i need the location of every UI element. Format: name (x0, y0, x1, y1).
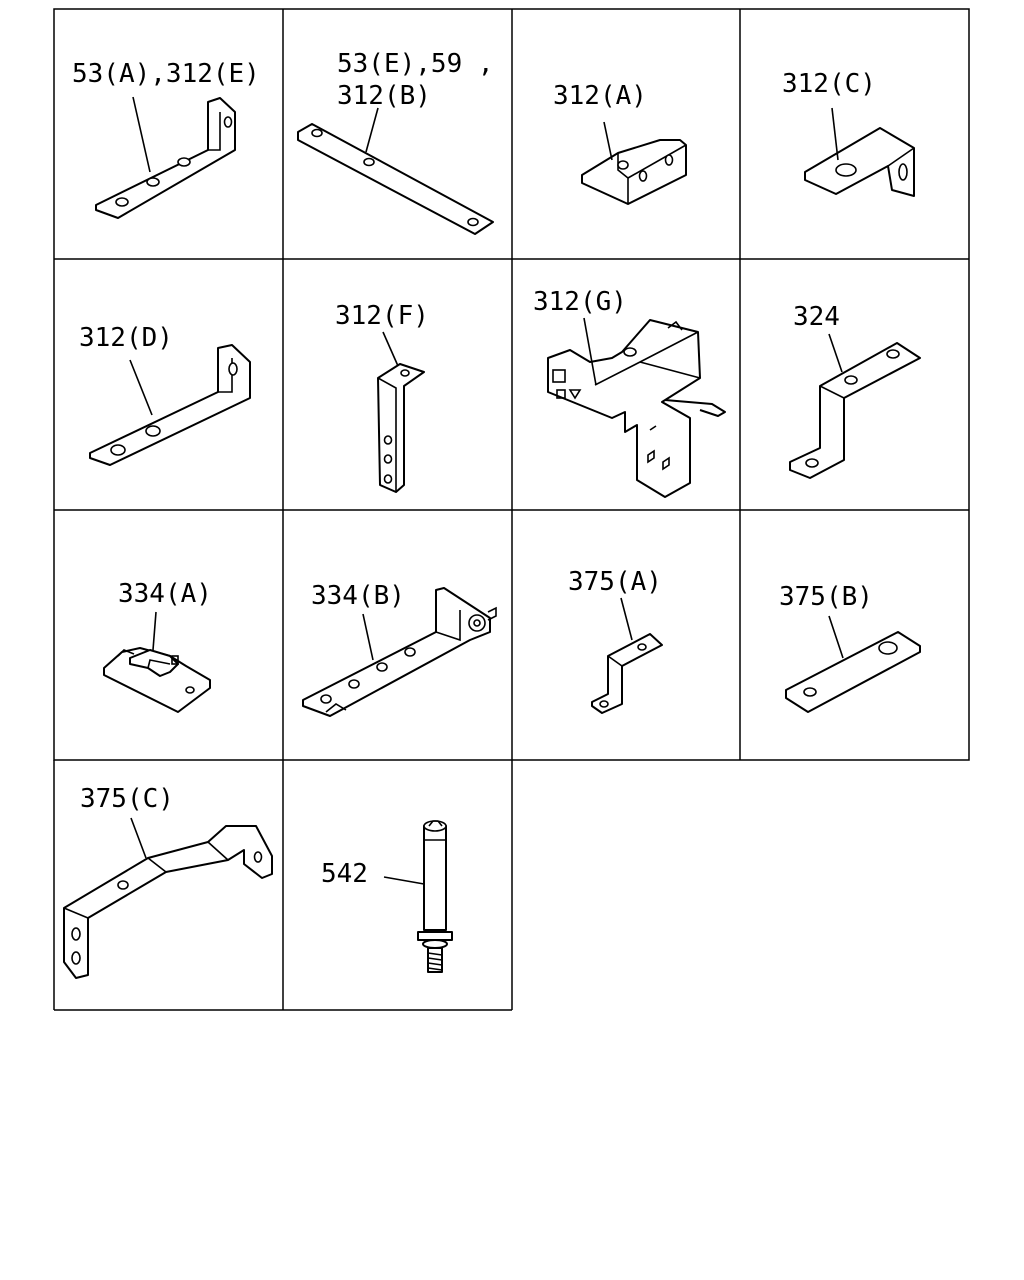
grid (53, 8, 970, 1011)
bracket-offset (789, 342, 921, 479)
cell-375c: 375(C) (63, 784, 273, 979)
cell-312g: 312(G) (533, 287, 726, 498)
bracket-clip-plate (103, 647, 211, 713)
cell-334a: 334(A) (103, 579, 212, 713)
bracket-long-bolt (302, 587, 497, 717)
part-label[interactable]: 53(E),59 , (337, 49, 494, 79)
part-label[interactable]: 334(A) (118, 579, 212, 609)
part-label[interactable]: 375(C) (80, 784, 174, 814)
bracket-small-angle (581, 139, 687, 205)
part-label[interactable]: 375(A) (568, 567, 662, 597)
cell-312f: 312(F) (335, 301, 429, 493)
part-label[interactable]: 542 (321, 859, 368, 889)
bracket-vertical-strip (377, 363, 425, 493)
bracket-hole (804, 127, 915, 197)
bracket-long-l (89, 344, 251, 466)
bracket-complex (547, 319, 726, 498)
part-label[interactable]: 334(B) (311, 581, 405, 611)
part-label-2[interactable]: 312(B) (337, 81, 431, 111)
cell-324: 324 (789, 302, 921, 479)
part-label[interactable]: 312(G) (533, 287, 627, 317)
part-label[interactable]: 324 (793, 302, 840, 332)
cell-312c: 312(C) (782, 69, 915, 197)
bracket-l-shape (95, 97, 236, 219)
stud-bolt (417, 820, 453, 973)
part-label[interactable]: 53(A),312(E) (72, 59, 260, 89)
bracket-z-small (591, 633, 663, 714)
cell-334b: 334(B) (302, 581, 497, 717)
cell-53a-312e: 53(A),312(E) (72, 59, 260, 219)
part-label[interactable]: 312(A) (553, 81, 647, 111)
cell-312a: 312(A) (553, 81, 687, 205)
bracket-long-offset (63, 825, 273, 979)
part-label[interactable]: 312(D) (79, 323, 173, 353)
flat-bar (297, 123, 494, 235)
cell-375a: 375(A) (568, 567, 663, 714)
cell-375b: 375(B) (779, 582, 921, 713)
part-label[interactable]: 312(C) (782, 69, 876, 99)
part-label[interactable]: 375(B) (779, 582, 873, 612)
cell-542: 542 (321, 820, 453, 973)
cell-53e-59-312b: 53(E),59 , 312(B) (297, 49, 494, 235)
flat-plate-hole (785, 631, 921, 713)
part-label[interactable]: 312(F) (335, 301, 429, 331)
cell-312d: 312(D) (79, 323, 251, 466)
